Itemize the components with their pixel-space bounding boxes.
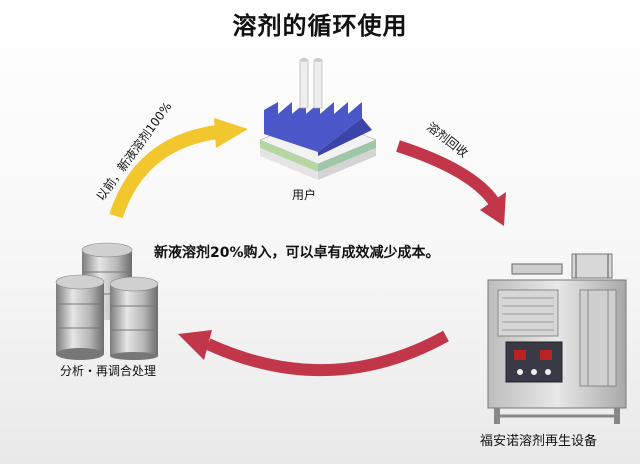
factory-icon (259, 58, 377, 180)
machine-label: 福安诺溶剂再生设备 (480, 434, 598, 449)
arrow-return-head (178, 330, 212, 360)
arrow-before-head (214, 118, 248, 148)
recycling-machine-icon (487, 253, 627, 424)
arrow-before (109, 125, 219, 219)
page-title: 溶剂的循环使用 (232, 12, 408, 40)
arrow-return (205, 330, 449, 377)
arrow-reuse-head (480, 192, 506, 226)
analysis-label: 分析・再调合处理 (60, 364, 157, 378)
user-label: 用户 (292, 188, 317, 202)
arrow-reuse (396, 140, 499, 206)
drums-icon (55, 242, 159, 360)
center-text: 新液溶剂20%购入，可以卓有成效减少成本。 (154, 245, 440, 261)
